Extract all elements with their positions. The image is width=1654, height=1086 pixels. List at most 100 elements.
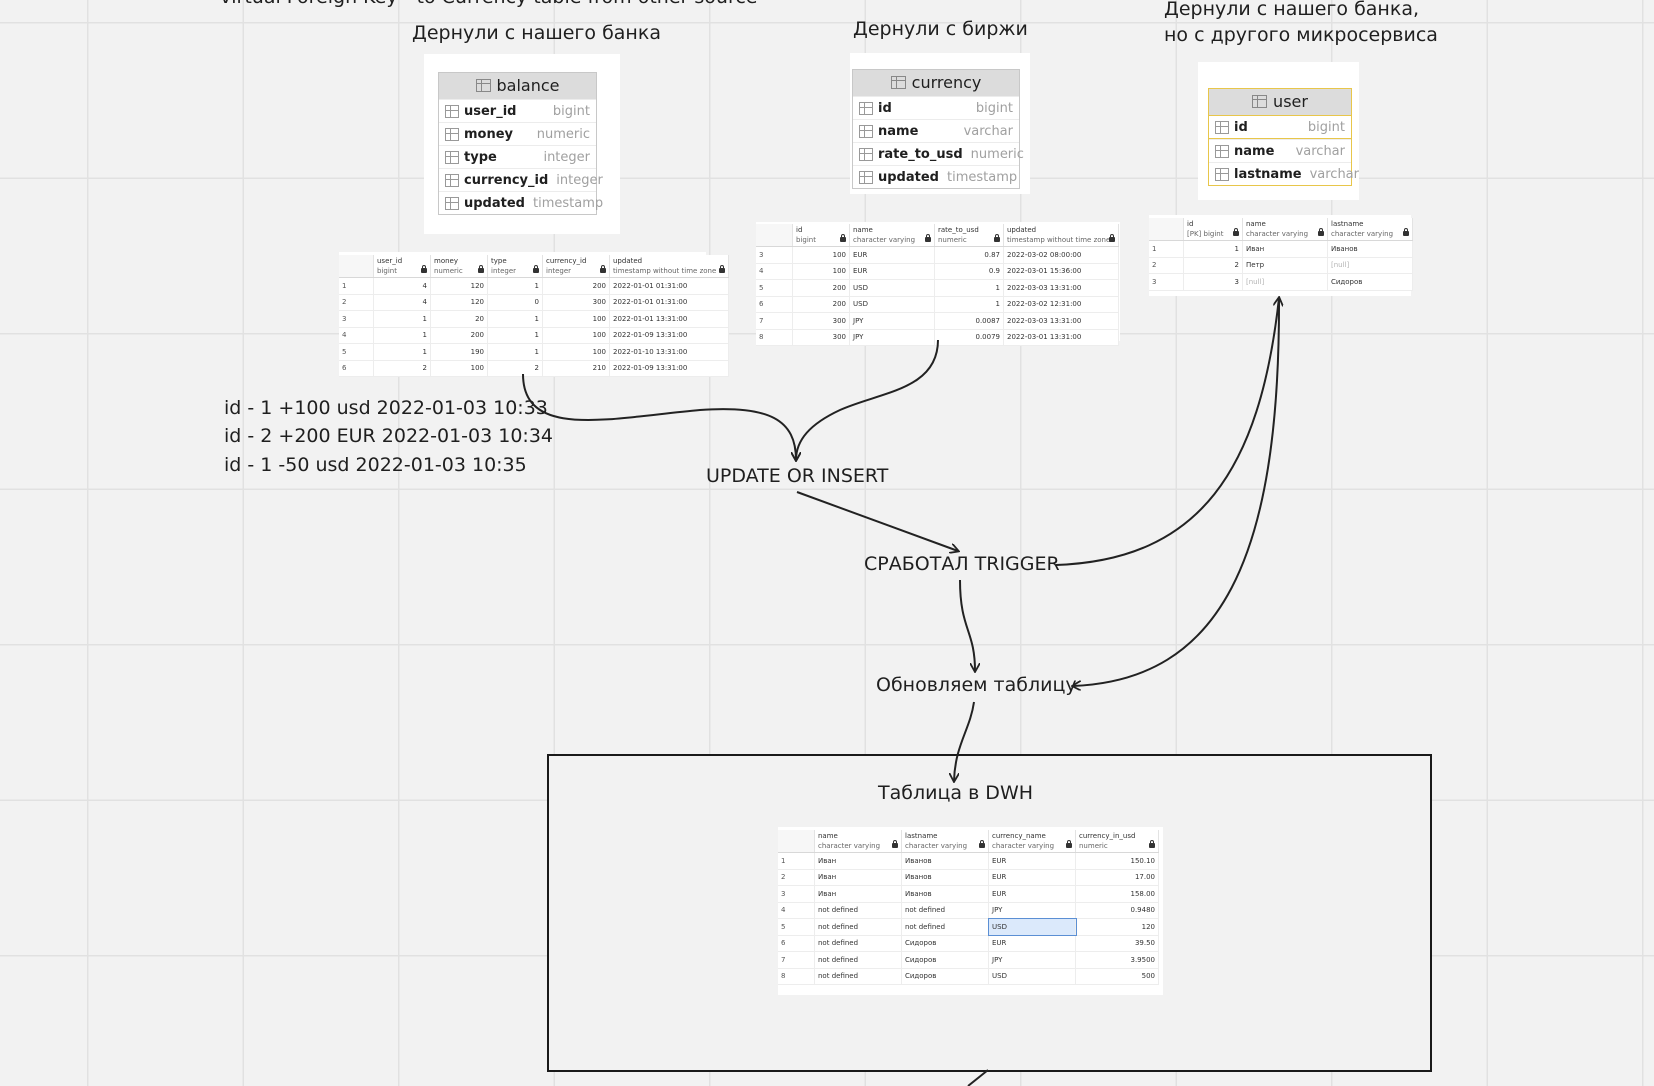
balance-grid-cell[interactable]: 1 [487,277,543,295]
balance-grid-cell[interactable]: 210 [542,360,610,377]
dwh-grid-cell[interactable]: EUR [988,885,1076,903]
currency-grid-cell[interactable]: 0.9 [934,263,1004,280]
balance-grid-cell[interactable]: 2022-01-09 13:31:00 [609,360,729,377]
dwh-grid-cell[interactable]: 3.9500 [1075,951,1159,969]
currency-grid-cell[interactable]: JPY [849,329,935,346]
currency-grid-cell[interactable]: 6 [756,296,793,313]
dwh-grid-cell[interactable]: Иванов [901,869,989,886]
currency-grid-cell[interactable]: 1 [934,279,1004,297]
dwh-grid-cell[interactable]: EUR [988,869,1076,886]
user-grid-cell[interactable]: Иванов [1327,240,1413,258]
balance-grid-cell[interactable]: 20 [430,310,488,328]
dwh-grid-cell[interactable]: Сидоров [901,951,989,969]
currency-grid-cell[interactable]: 100 [792,263,850,280]
dwh-grid-cell[interactable]: 158.00 [1075,885,1159,903]
currency-grid-cell[interactable]: 200 [792,279,850,297]
balance-grid-cell[interactable]: 2022-01-10 13:31:00 [609,343,729,361]
dwh-grid-cell[interactable]: EUR [988,852,1076,870]
user-grid-cell[interactable]: 2 [1183,257,1243,274]
balance-grid-cell[interactable]: 2022-01-01 01:31:00 [609,277,729,295]
balance-grid-cell[interactable]: 100 [542,327,610,344]
dwh-grid-cell[interactable]: 3 [778,885,815,903]
currency-grid-cell[interactable]: USD [849,279,935,297]
user-grid-cell[interactable]: 1 [1183,240,1243,258]
balance-grid-cell[interactable]: 6 [339,360,374,377]
currency-grid-cell[interactable]: 2022-03-03 13:31:00 [1003,279,1119,297]
currency-grid-cell[interactable]: 2022-03-02 08:00:00 [1003,246,1119,264]
balance-grid-cell[interactable]: 2022-01-09 13:31:00 [609,327,729,344]
user-grid-cell[interactable]: [null] [1327,257,1413,274]
balance-grid-cell[interactable]: 120 [430,294,488,311]
dwh-grid-cell[interactable]: JPY [988,951,1076,969]
currency-grid-cell[interactable]: 0.0079 [934,329,1004,346]
balance-grid-cell[interactable]: 2 [487,360,543,377]
dwh-grid-cell[interactable]: 500 [1075,968,1159,985]
dwh-grid-cell[interactable]: Иван [814,852,902,870]
currency-grid-cell[interactable]: 7 [756,312,793,330]
dwh-grid-cell[interactable]: Иван [814,869,902,886]
balance-grid-cell[interactable]: 100 [542,310,610,328]
balance-grid-cell[interactable]: 1 [373,310,431,328]
user-grid-cell[interactable]: 2 [1149,257,1184,274]
balance-grid-cell[interactable]: 4 [339,327,374,344]
user-grid-column-header[interactable]: id[PK] bigint [1183,218,1243,241]
dwh-grid-cell[interactable]: 7 [778,951,815,969]
dwh-grid-cell[interactable]: Иванов [901,852,989,870]
balance-grid-cell[interactable]: 1 [487,343,543,361]
dwh-grid-cell[interactable]: JPY [988,902,1076,919]
user-grid-cell[interactable]: [null] [1242,273,1328,291]
dwh-grid-cell[interactable]: 39.50 [1075,935,1159,952]
dwh-grid-cell[interactable]: not defined [901,902,989,919]
dwh-grid-cell[interactable]: Сидоров [901,935,989,952]
currency-grid-cell[interactable]: EUR [849,263,935,280]
dwh-grid-cell[interactable]: Иванов [901,885,989,903]
balance-grid-cell[interactable]: 5 [339,343,374,361]
currency-grid-cell[interactable]: 300 [792,312,850,330]
user-grid-cell[interactable]: 1 [1149,240,1184,258]
balance-grid-cell[interactable]: 1 [339,277,374,295]
balance-grid-cell[interactable]: 3 [339,310,374,328]
balance-grid-cell[interactable]: 120 [430,277,488,295]
currency-grid-cell[interactable]: 0.87 [934,246,1004,264]
currency-grid-cell[interactable]: 0.0087 [934,312,1004,330]
balance-grid-cell[interactable]: 100 [430,360,488,377]
currency-grid-cell[interactable]: 2022-03-02 12:31:00 [1003,296,1119,313]
user-grid-cell[interactable]: Петр [1242,257,1328,274]
currency-grid-cell[interactable]: 300 [792,329,850,346]
